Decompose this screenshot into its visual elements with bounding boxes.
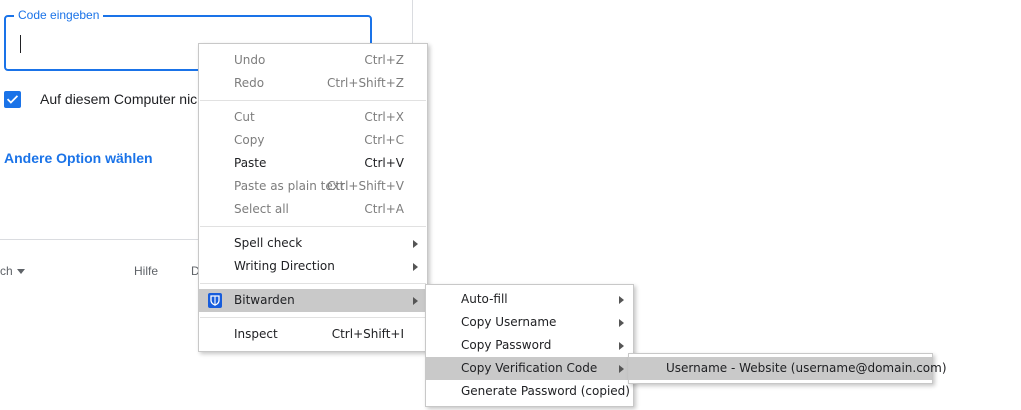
menu-item-label: Bitwarden (234, 293, 295, 307)
menu-separator (199, 312, 427, 323)
menu-item-shortcut: Ctrl+X (364, 110, 404, 124)
other-option-link[interactable]: Andere Option wählen (4, 150, 153, 166)
menu-item-spell-check[interactable]: Spell check (199, 232, 427, 255)
menu-separator (199, 278, 427, 289)
menu-item-copy-verification-code[interactable]: Copy Verification Code (426, 357, 633, 380)
menu-item-shortcut: Ctrl+Z (364, 53, 404, 67)
menu-separator (199, 221, 427, 232)
menu-item-bitwarden[interactable]: Bitwarden (199, 289, 427, 312)
bitwarden-shield-icon (208, 293, 222, 308)
language-label: ch (0, 264, 13, 278)
menu-item-generate-password[interactable]: Generate Password (copied) (426, 380, 633, 403)
help-link[interactable]: Hilfe (134, 264, 159, 278)
chevron-right-icon (619, 342, 624, 350)
menu-item-label: Paste (234, 156, 267, 170)
menu-item-writing-direction[interactable]: Writing Direction (199, 255, 427, 278)
chevron-right-icon (413, 263, 418, 271)
menu-item-shortcut: Ctrl+Shift+I (331, 327, 404, 341)
footer-link-truncated[interactable]: D (191, 264, 200, 278)
menu-item-label: Cut (234, 110, 255, 124)
menu-item-label: Paste as plain text (234, 179, 345, 193)
menu-item-label: Copy (234, 133, 265, 147)
menu-item-autofill[interactable]: Auto-fill (426, 288, 633, 311)
menu-item-label: Inspect (234, 327, 278, 341)
language-selector[interactable]: ch (0, 264, 25, 278)
chevron-right-icon (619, 296, 624, 304)
chevron-right-icon (413, 240, 418, 248)
remember-checkbox[interactable] (4, 90, 21, 108)
checkmark-icon (6, 94, 19, 104)
remember-computer-row[interactable]: Auf diesem Computer nic (4, 88, 197, 110)
text-caret (20, 35, 21, 53)
menu-item-copy[interactable]: Copy Ctrl+C (199, 129, 427, 152)
chevron-right-icon (619, 365, 624, 373)
menu-item-cut[interactable]: Cut Ctrl+X (199, 106, 427, 129)
menu-item-label: Copy Username (461, 315, 557, 329)
code-input-label: Code eingeben (14, 8, 104, 22)
menu-item-label: Auto-fill (461, 292, 508, 306)
menu-item-inspect[interactable]: Inspect Ctrl+Shift+I (199, 323, 427, 346)
menu-item-copy-username[interactable]: Copy Username (426, 311, 633, 334)
remember-label: Auf diesem Computer nic (40, 91, 198, 107)
menu-item-paste[interactable]: Paste Ctrl+V (199, 152, 427, 175)
menu-item-label: Generate Password (copied) (461, 384, 630, 398)
menu-item-select-all[interactable]: Select all Ctrl+A (199, 198, 427, 221)
menu-item-login-entry[interactable]: Username - Website (username@domain.com) (629, 357, 947, 380)
menu-item-label: Redo (234, 76, 265, 90)
menu-item-copy-password[interactable]: Copy Password (426, 334, 633, 357)
menu-item-label: Copy Password (461, 338, 552, 352)
menu-separator (199, 95, 427, 106)
menu-item-shortcut: Ctrl+V (364, 156, 404, 170)
bitwarden-submenu: Auto-fill Copy Username Copy Password Co… (425, 284, 634, 407)
menu-item-shortcut: Ctrl+Shift+Z (327, 76, 404, 90)
menu-item-label: Spell check (234, 236, 303, 250)
chevron-right-icon (619, 319, 624, 327)
menu-item-redo[interactable]: Redo Ctrl+Shift+Z (199, 72, 427, 95)
menu-item-shortcut: Ctrl+C (364, 133, 404, 147)
menu-item-label: Username - Website (username@domain.com) (666, 361, 947, 375)
context-menu: Undo Ctrl+Z Redo Ctrl+Shift+Z Cut Ctrl+X… (198, 43, 428, 352)
menu-item-label: Undo (234, 53, 266, 67)
caret-down-icon (16, 268, 25, 274)
menu-item-shortcut: Ctrl+A (364, 202, 404, 216)
menu-item-shortcut: Ctrl+Shift+V (327, 179, 404, 193)
menu-item-label: Writing Direction (234, 259, 335, 273)
menu-item-paste-plain[interactable]: Paste as plain text Ctrl+Shift+V (199, 175, 427, 198)
menu-item-label: Select all (234, 202, 289, 216)
chevron-right-icon (413, 297, 418, 305)
menu-item-label: Copy Verification Code (461, 361, 598, 375)
menu-item-undo[interactable]: Undo Ctrl+Z (199, 49, 427, 72)
verification-code-submenu: Username - Website (username@domain.com) (628, 353, 947, 384)
